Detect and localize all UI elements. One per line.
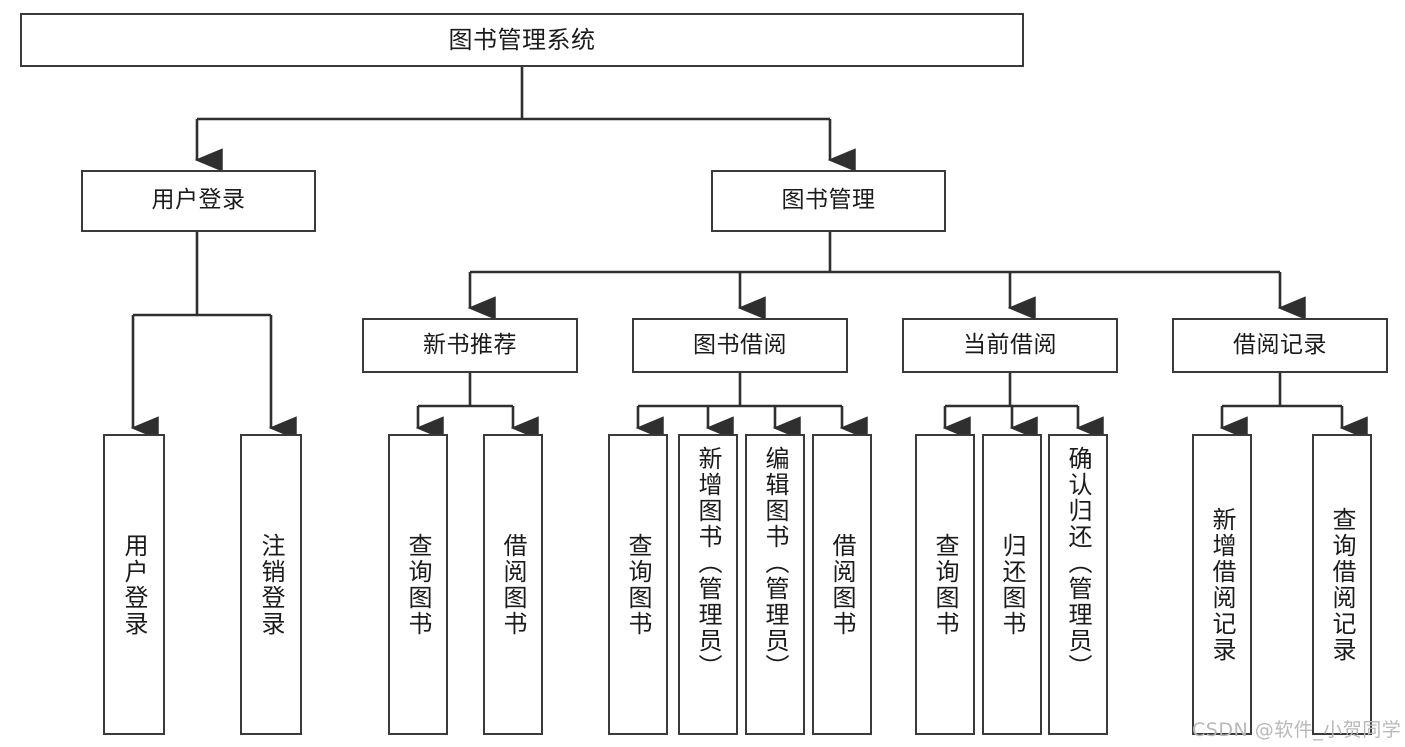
node-label: 图书管理系统	[448, 25, 596, 54]
leaf-label: 用户登录	[120, 532, 148, 637]
leaf-query-borrow-record[interactable]: 查询借阅记录	[1312, 434, 1372, 735]
leaf-query-book-borrow[interactable]: 查询图书	[608, 434, 668, 735]
leaf-user-login[interactable]: 用户登录	[103, 434, 165, 735]
node-current-borrow[interactable]: 当前借阅	[902, 318, 1118, 373]
node-borrow-record[interactable]: 借阅记录	[1172, 318, 1388, 373]
node-new-book-recommend[interactable]: 新书推荐	[362, 318, 578, 373]
node-label: 借阅记录	[1233, 331, 1327, 358]
leaf-label: 查询图书	[931, 532, 959, 637]
node-book-borrow[interactable]: 图书借阅	[632, 318, 848, 373]
leaf-logout[interactable]: 注销登录	[240, 434, 302, 735]
node-label: 新书推荐	[423, 331, 517, 358]
leaf-label: 确认归还（管理员）	[1064, 446, 1092, 680]
leaf-borrow-book[interactable]: 借阅图书	[812, 434, 872, 735]
leaf-label: 归还图书	[998, 532, 1026, 637]
leaf-query-book-recommend[interactable]: 查询图书	[388, 434, 448, 735]
node-label: 图书管理	[781, 187, 876, 214]
node-root-system[interactable]: 图书管理系统	[20, 13, 1024, 67]
leaf-add-borrow-record[interactable]: 新增借阅记录	[1192, 434, 1252, 735]
leaf-query-book-current[interactable]: 查询图书	[915, 434, 975, 735]
leaf-label: 注销登录	[257, 532, 285, 637]
leaf-edit-book-admin[interactable]: 编辑图书（管理员）	[745, 434, 805, 735]
leaf-borrow-book-recommend[interactable]: 借阅图书	[483, 434, 543, 735]
watermark-text: CSDN @软件_小贺同学	[1192, 719, 1402, 741]
node-user-login[interactable]: 用户登录	[81, 170, 316, 232]
leaf-return-book[interactable]: 归还图书	[982, 434, 1042, 735]
leaf-add-book-admin[interactable]: 新增图书（管理员）	[678, 434, 738, 735]
node-label: 用户登录	[151, 187, 246, 214]
node-label: 图书借阅	[693, 331, 787, 358]
node-book-management[interactable]: 图书管理	[711, 170, 946, 232]
leaf-label: 新增图书（管理员）	[694, 446, 722, 680]
leaf-label: 查询图书	[624, 532, 652, 637]
leaf-label: 新增借阅记录	[1208, 506, 1236, 663]
leaf-label: 编辑图书（管理员）	[761, 446, 789, 680]
node-label: 当前借阅	[963, 331, 1057, 358]
leaf-label: 查询图书	[404, 532, 432, 637]
leaf-label: 查询借阅记录	[1328, 506, 1356, 663]
leaf-confirm-return-admin[interactable]: 确认归还（管理员）	[1048, 434, 1108, 735]
leaf-label: 借阅图书	[499, 532, 527, 637]
leaf-label: 借阅图书	[828, 532, 856, 637]
